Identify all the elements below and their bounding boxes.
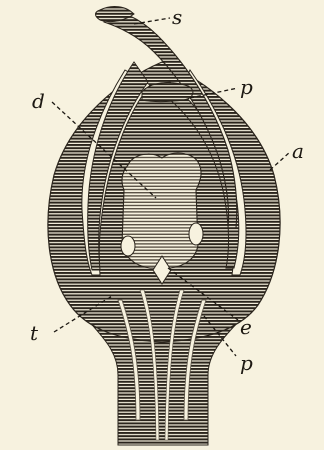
label-d: d (32, 89, 45, 113)
ovule-right (189, 223, 203, 245)
ovule-left (121, 236, 135, 256)
label-t: t (30, 321, 39, 345)
label-p-upper: p (240, 75, 253, 99)
label-p-lower: p (240, 351, 253, 375)
label-a: a (292, 139, 304, 163)
label-s: s (172, 5, 182, 29)
label-e: e (240, 315, 252, 339)
leader-a (270, 152, 290, 170)
